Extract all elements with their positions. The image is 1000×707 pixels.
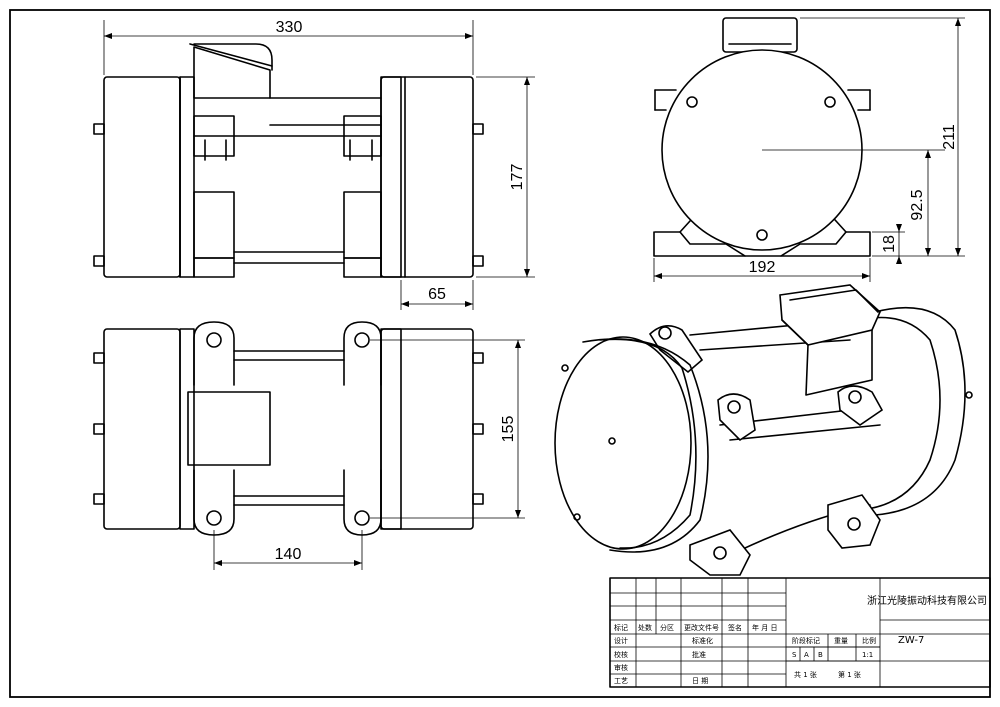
tb-stage-s: S bbox=[792, 651, 797, 659]
tb-date: 日 期 bbox=[692, 677, 708, 685]
tb-process: 工艺 bbox=[614, 677, 628, 685]
title-block bbox=[609, 577, 991, 688]
tb-stage-a: A bbox=[804, 651, 809, 659]
front-view-dimensions bbox=[653, 17, 965, 282]
tb-count: 处数 bbox=[638, 623, 652, 632]
dim-offset: 65 bbox=[428, 286, 446, 303]
tb-check: 校核 bbox=[614, 650, 628, 659]
dim-height-front: 211 bbox=[941, 124, 958, 150]
tb-approve: 批准 bbox=[692, 650, 706, 659]
tb-scale: 比例 bbox=[862, 636, 876, 645]
dim-height-top-view: 177 bbox=[509, 164, 526, 191]
model-number: ZW-7 bbox=[898, 635, 924, 646]
bottom-view-dimensions bbox=[213, 339, 525, 570]
tb-scale-value: 1:1 bbox=[862, 651, 873, 659]
dim-center-height: 92.5 bbox=[909, 189, 926, 220]
tb-date-ymd: 年 月 日 bbox=[752, 623, 777, 632]
dim-hole-spacing: 140 bbox=[275, 546, 302, 563]
isometric-view bbox=[554, 284, 973, 576]
dim-bottom-width: 155 bbox=[500, 416, 517, 443]
tb-weight: 重量 bbox=[834, 637, 848, 645]
tb-design: 设计 bbox=[614, 636, 628, 645]
dim-overall-length: 330 bbox=[276, 19, 303, 36]
top-view bbox=[93, 43, 484, 278]
tb-standardize: 标准化 bbox=[692, 636, 713, 645]
bottom-view bbox=[93, 321, 484, 536]
tb-mark: 标记 bbox=[614, 623, 628, 632]
tb-sign: 签名 bbox=[728, 623, 742, 632]
company-name: 浙江光陵振动科技有限公司 bbox=[867, 594, 987, 607]
tb-total-sheets: 共 1 张 bbox=[794, 670, 817, 679]
tb-zone: 分区 bbox=[660, 623, 674, 632]
drawing-frame bbox=[9, 9, 991, 698]
tb-stage-b: B bbox=[818, 651, 823, 659]
tb-review: 审核 bbox=[614, 663, 628, 672]
tb-sheet-no: 第 1 张 bbox=[838, 670, 861, 679]
dim-foot-height: 18 bbox=[881, 235, 898, 253]
tb-change-doc: 更改文件号 bbox=[684, 623, 719, 632]
dim-foot-width: 192 bbox=[749, 259, 776, 276]
front-view bbox=[653, 17, 945, 257]
top-view-dimensions bbox=[103, 20, 535, 310]
tb-stage-mark: 阶段标记 bbox=[792, 636, 820, 645]
